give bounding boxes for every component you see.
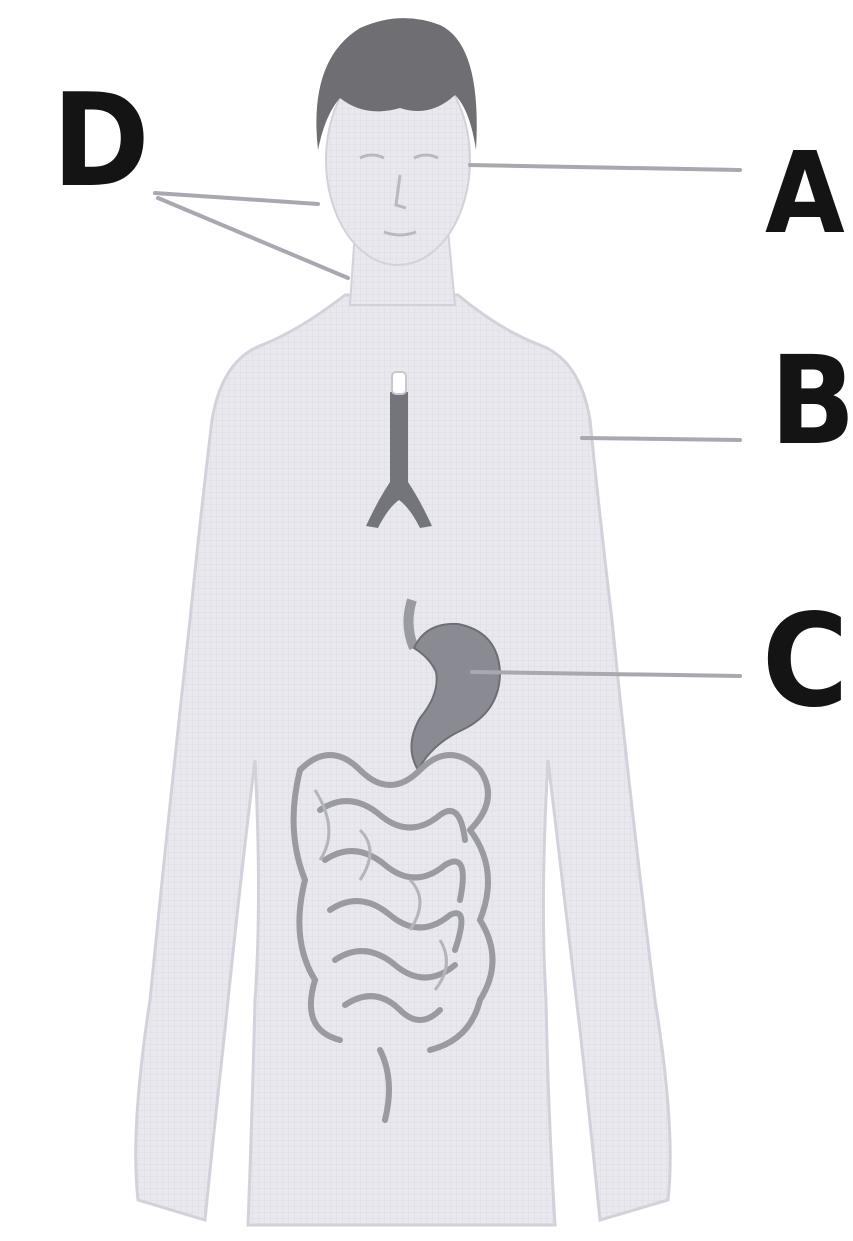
esophagus: [408, 600, 414, 648]
label-b: B: [770, 340, 853, 462]
larynx: [392, 372, 406, 394]
label-d: D: [52, 78, 150, 206]
leader-line-d-lower: [158, 198, 348, 278]
leader-line-a: [470, 165, 740, 170]
leader-line-b: [582, 438, 740, 440]
leader-line-d-upper: [155, 193, 318, 204]
body-silhouette: [136, 55, 670, 1225]
label-c: C: [762, 598, 848, 726]
label-a: A: [765, 138, 845, 250]
